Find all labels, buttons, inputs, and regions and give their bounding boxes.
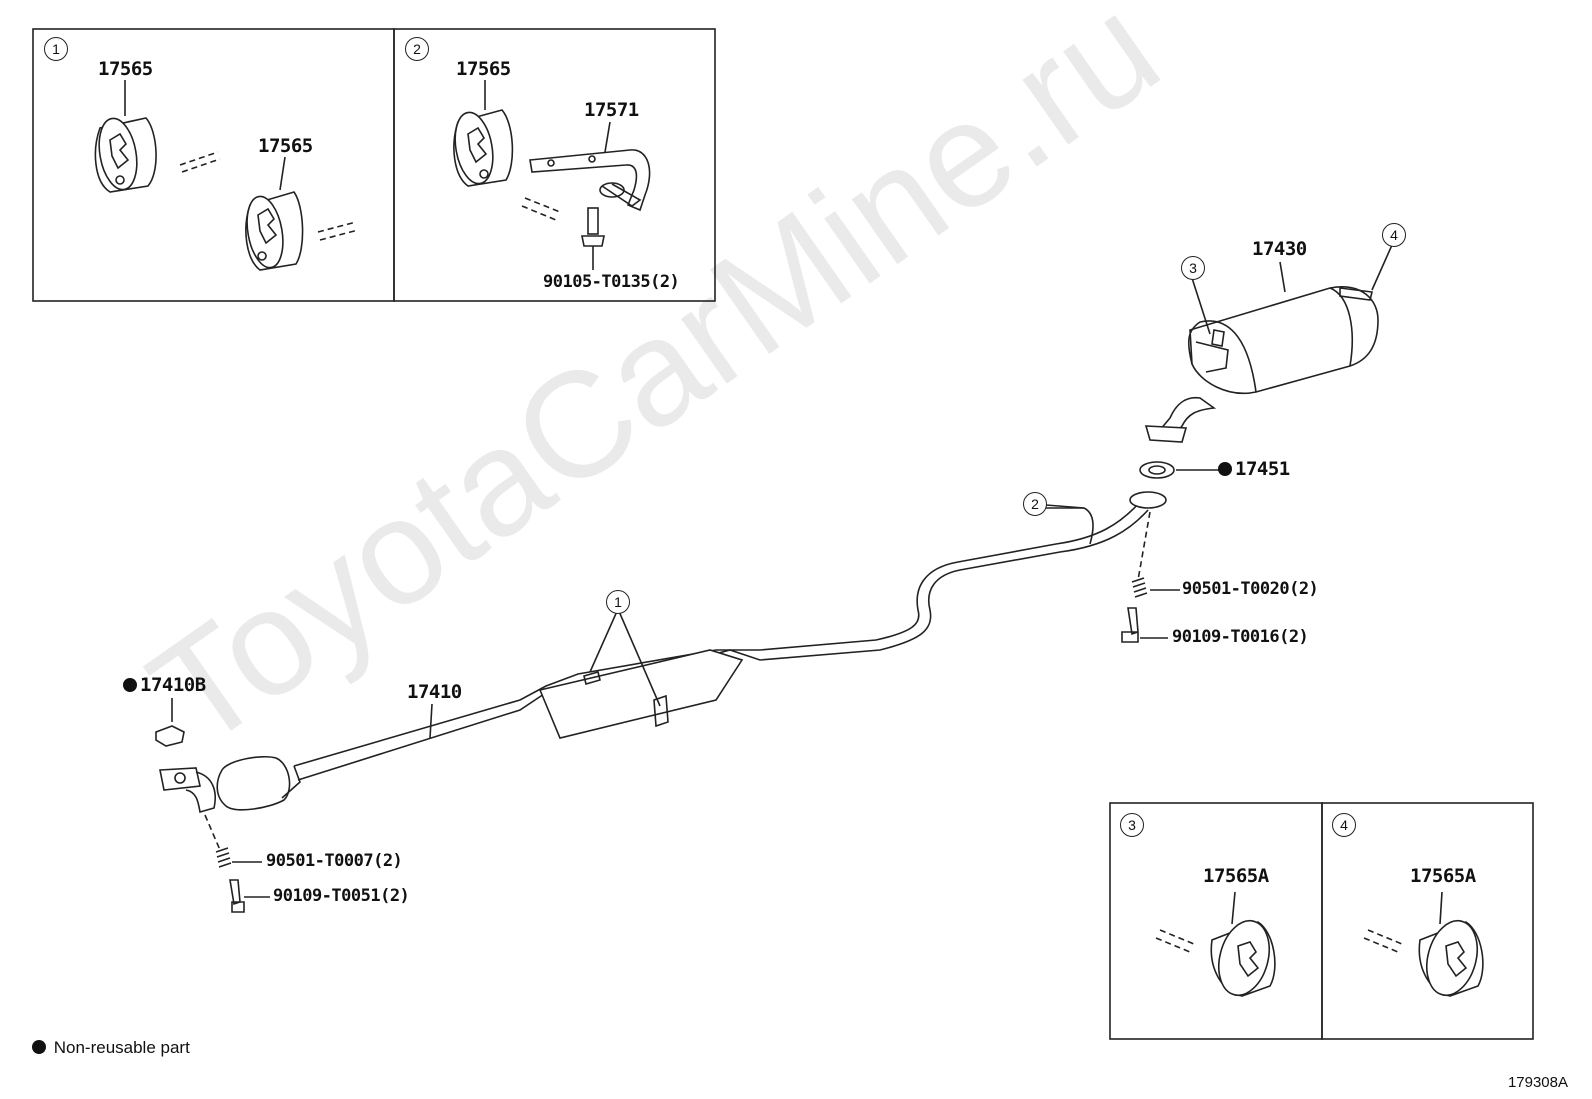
hanger-rubber-d (1210, 919, 1276, 997)
front-converter (159, 755, 301, 814)
hanger-rubber-a (94, 117, 157, 193)
pipe-17410 (293, 491, 1167, 781)
label-spring-rear: 90501-T0020(2) (1182, 579, 1319, 599)
hanger-rubber-c (453, 109, 514, 187)
inset1-label-b: 17565 (258, 135, 313, 157)
label-17410b: 17410B (123, 674, 206, 696)
hanger-rubber-b (245, 191, 304, 271)
spring-front (215, 847, 232, 868)
callout-4: 4 (1382, 223, 1406, 247)
label-17430: 17430 (1252, 238, 1307, 260)
bolt-rear (1121, 607, 1139, 643)
inset-4-frame (1321, 802, 1534, 1040)
reference-code: 179308A (1507, 1074, 1568, 1091)
inset-1-number: 1 (44, 37, 68, 61)
non-reusable-dot-icon (123, 678, 137, 692)
hanger-pin-b (317, 221, 359, 241)
inset1-label-a: 17565 (98, 58, 153, 80)
label-bolt-front: 90109-T0051(2) (273, 886, 410, 906)
inset-3-frame (1109, 802, 1323, 1040)
label-17451: 17451 (1218, 458, 1290, 480)
hanger-rubber-e (1418, 919, 1484, 997)
inset2-label-b: 17571 (584, 99, 639, 121)
muffler-17430 (1144, 286, 1379, 443)
inset-2-frame (393, 28, 716, 302)
bolt-90105 (581, 207, 605, 270)
callout-1: 1 (606, 590, 630, 614)
non-reusable-dot-icon (1218, 462, 1232, 476)
gasket-17410b (155, 725, 185, 747)
callout-2: 2 (1023, 492, 1047, 516)
inset2-label-a: 17565 (456, 58, 511, 80)
spring-rear (1131, 577, 1148, 598)
legend: Non-reusable part (32, 1038, 190, 1058)
hanger-pin-a (179, 151, 221, 173)
inset-1-frame (32, 28, 395, 302)
label-spring-front: 90501-T0007(2) (266, 851, 403, 871)
non-reusable-dot-icon (32, 1040, 46, 1054)
inset4-label: 17565A (1410, 865, 1476, 887)
label-17410: 17410 (407, 681, 462, 703)
inset3-label: 17565A (1203, 865, 1269, 887)
gasket-17451 (1139, 461, 1175, 479)
inset-3-number: 3 (1120, 813, 1144, 837)
pin-inset2 (521, 197, 561, 221)
bolt-front (229, 879, 245, 913)
inset-4-number: 4 (1332, 813, 1356, 837)
inset-2-number: 2 (405, 37, 429, 61)
callout-3: 3 (1181, 256, 1205, 280)
label-bolt-rear: 90109-T0016(2) (1172, 627, 1309, 647)
bracket-17571 (529, 149, 651, 212)
inset2-label-c: 90105-T0135(2) (543, 272, 680, 292)
